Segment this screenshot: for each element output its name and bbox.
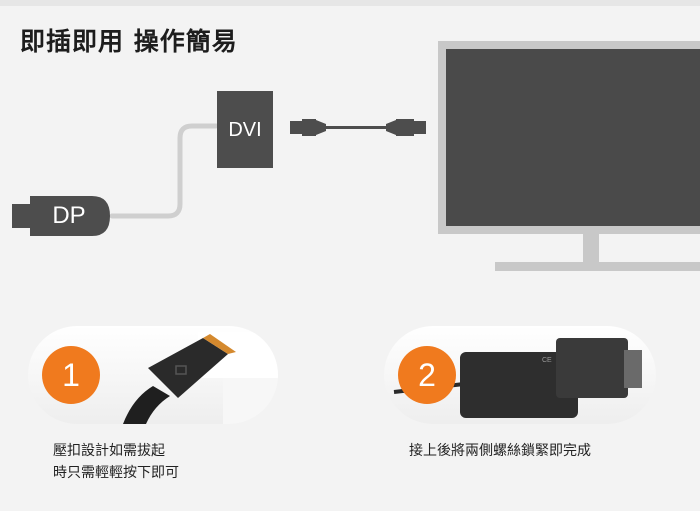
- step2-caption-line1: 接上後將兩側螺絲鎖緊即完成: [409, 443, 591, 459]
- dvi-adapter-icon: [217, 91, 273, 168]
- dp-cable: [109, 123, 219, 219]
- displayport-connector-photo-icon: [123, 332, 278, 424]
- step1-number-badge: 1: [42, 346, 100, 404]
- hdmi-cable-icon: [290, 119, 426, 136]
- monitor-icon: [438, 41, 700, 271]
- step2-caption: 接上後將兩側螺絲鎖緊即完成: [409, 440, 591, 462]
- dp-label: DP: [52, 202, 86, 229]
- top-strip: [0, 0, 700, 6]
- dvi-label: DVI: [228, 119, 262, 141]
- step1-photo: [28, 326, 278, 424]
- step1-caption-line2: 時只需輕輕按下即可: [53, 465, 179, 481]
- step2-number-badge: 2: [398, 346, 456, 404]
- connection-diagram: [12, 41, 700, 271]
- page-title: 即插即用 操作簡易: [20, 27, 238, 56]
- svg-text:CE: CE: [542, 357, 552, 364]
- step1-caption: 壓扣設計如需拔起 時只需輕輕按下即可: [53, 440, 179, 484]
- displayport-plug-icon: [12, 196, 110, 236]
- step1-caption-line1: 壓扣設計如需拔起: [53, 443, 165, 459]
